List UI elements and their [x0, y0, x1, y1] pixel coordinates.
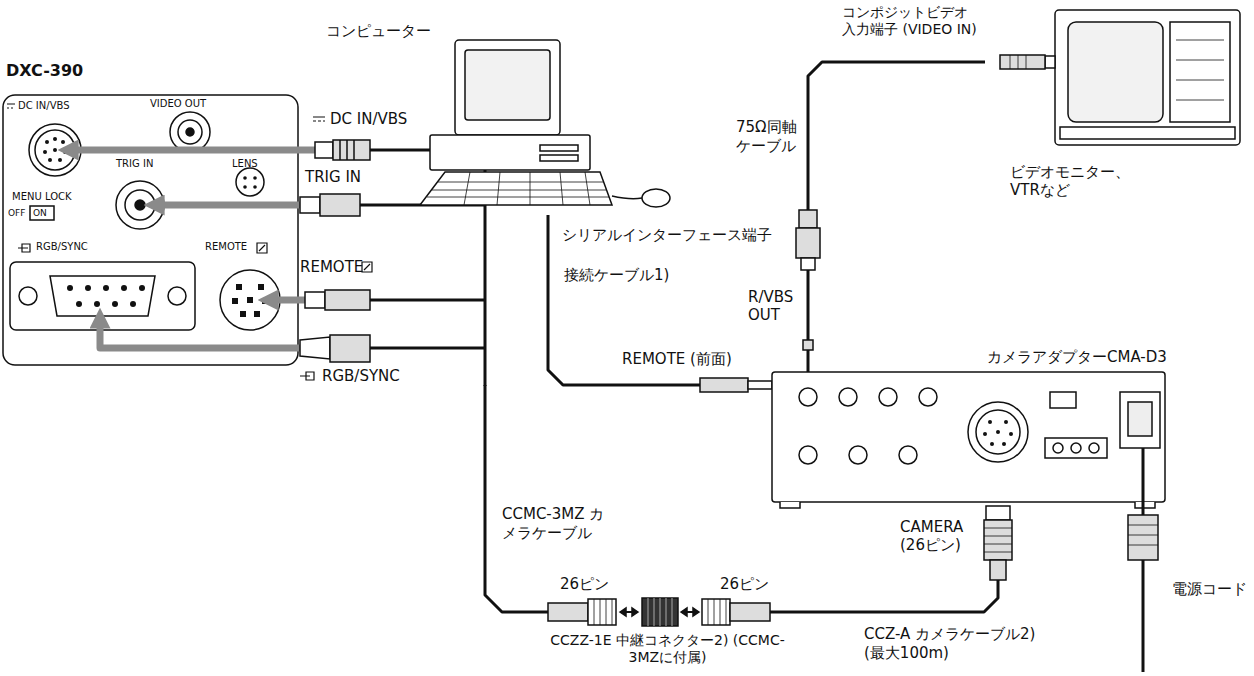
node-title: DXC-390 [6, 61, 490, 80]
camera-adapter-illustration [772, 372, 1165, 672]
relay-connector-illustration [540, 598, 795, 626]
cable-label: CCZ-A カメラケーブル2) (最大100m) [862, 625, 1044, 663]
computer-illustration [420, 40, 670, 207]
port-label: VIDEO OUT [150, 98, 206, 110]
cable-line [808, 62, 985, 340]
cable-label: 75Ω同軸ケーブル [734, 118, 806, 156]
port-label: CAMERA (26ピン) [900, 518, 980, 554]
node-title: カメラアダプターCMA-D3 [987, 348, 1240, 366]
port-label: TRIG IN [116, 158, 153, 170]
switch-label: MENU LOCK [12, 191, 72, 203]
cable-line [485, 385, 540, 612]
camera-plugs [300, 117, 372, 380]
cable-label: CCMC-3MZ カメラケーブル [500, 505, 616, 543]
plug-label: REMOTE [300, 258, 363, 276]
camera-rear-panel: DXC-390 [0, 55, 490, 385]
plug-label: RGB/SYNC [322, 367, 400, 385]
port-label: REMOTE (前面) [622, 350, 732, 368]
cable-label: 接続ケーブル1) [562, 266, 671, 285]
plug-label: DC IN/VBS [330, 110, 407, 128]
plug-label: TRIG IN [305, 168, 361, 186]
camera-adapter: カメラアダプターCMA-D3 [765, 340, 1240, 510]
port-label: コンポジットビデオ 入力端子 (VIDEO IN) [842, 4, 984, 38]
video-monitor-illustration [1000, 10, 1240, 145]
port-label: LENS [232, 158, 258, 170]
plug-pointer-lines [66, 150, 315, 348]
port-label: R/VBS OUT [748, 288, 803, 324]
port-label: シリアルインターフェース端子 [562, 226, 772, 244]
cable-line [795, 510, 998, 612]
switch-label: OFF [8, 208, 25, 219]
bnc-plug [796, 210, 820, 386]
node-title: ビデオモニター、VTRなど [1010, 163, 1150, 199]
port-label: REMOTE [205, 241, 247, 253]
cable-label: 電源コード [1172, 580, 1247, 598]
pin-count-label: 26ピン [720, 575, 769, 593]
relay-connector: CCZZ-1E 中継コネクター2) (CCMC-3MZに付属) [540, 596, 795, 674]
switch-label: ON [33, 208, 47, 219]
pin-count-label: 26ピン [560, 575, 609, 593]
remote-plug [700, 378, 772, 392]
node-title: コンピューター [326, 22, 680, 40]
camera-panel [3, 95, 298, 365]
port-label: DC IN/VBS [18, 100, 70, 112]
port-label: RGB/SYNC [36, 241, 88, 253]
video-monitor: ビデオモニター、VTRなど [985, 0, 1250, 215]
node-title: CCZZ-1E 中継コネクター2) (CCMC-3MZに付属) [540, 632, 795, 666]
camera-plug [984, 506, 1012, 580]
